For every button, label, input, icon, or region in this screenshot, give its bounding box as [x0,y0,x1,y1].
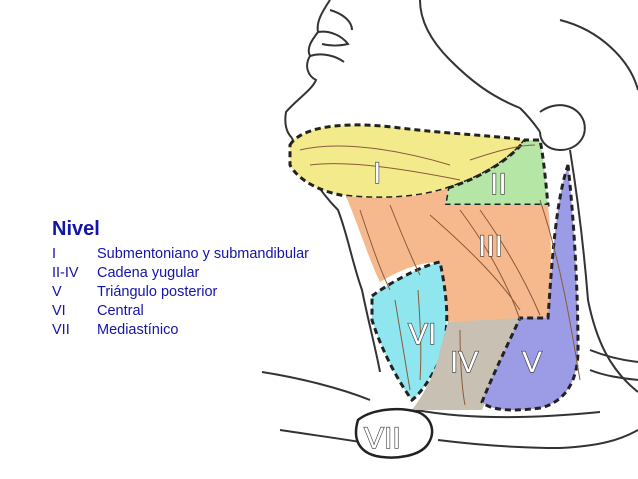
label-level-iv: IV [450,346,478,379]
legend: Nivel I Submentoniano y submandibular II… [52,218,309,340]
legend-description: Mediastínico [97,322,179,338]
region-level-iii [346,188,551,322]
legend-description: Central [97,303,144,319]
legend-row: II-IV Cadena yugular [52,264,309,283]
head-outline [284,0,638,152]
legend-code: VII [52,322,70,338]
legend-row: I Submentoniano y submandibular [52,245,309,264]
label-level-ii: II [490,168,507,201]
label-level-v: V [522,346,542,379]
legend-code: VI [52,303,66,319]
legend-description: Submentoniano y submandibular [97,246,309,262]
region-level-vii [354,407,434,459]
legend-description: Cadena yugular [97,265,200,281]
label-level-i: I [373,157,381,190]
legend-row: VII Mediastínico [52,321,309,340]
label-level-vi: VI [408,318,436,351]
legend-description: Triángulo posterior [97,284,218,300]
label-level-vii: VII [364,422,401,455]
legend-code: V [52,284,62,300]
legend-title: Nivel [52,218,100,240]
neck-outline [261,137,638,450]
region-level-ii [443,138,550,207]
region-level-iv [412,318,520,410]
legend-code: II-IV [52,265,79,281]
muscle-lines [299,144,581,406]
legend-code: I [52,246,57,262]
label-level-iii: III [478,230,503,263]
region-level-v [480,164,580,412]
legend-row: VI Central [52,302,309,321]
legend-row: V Triángulo posterior [52,283,309,302]
